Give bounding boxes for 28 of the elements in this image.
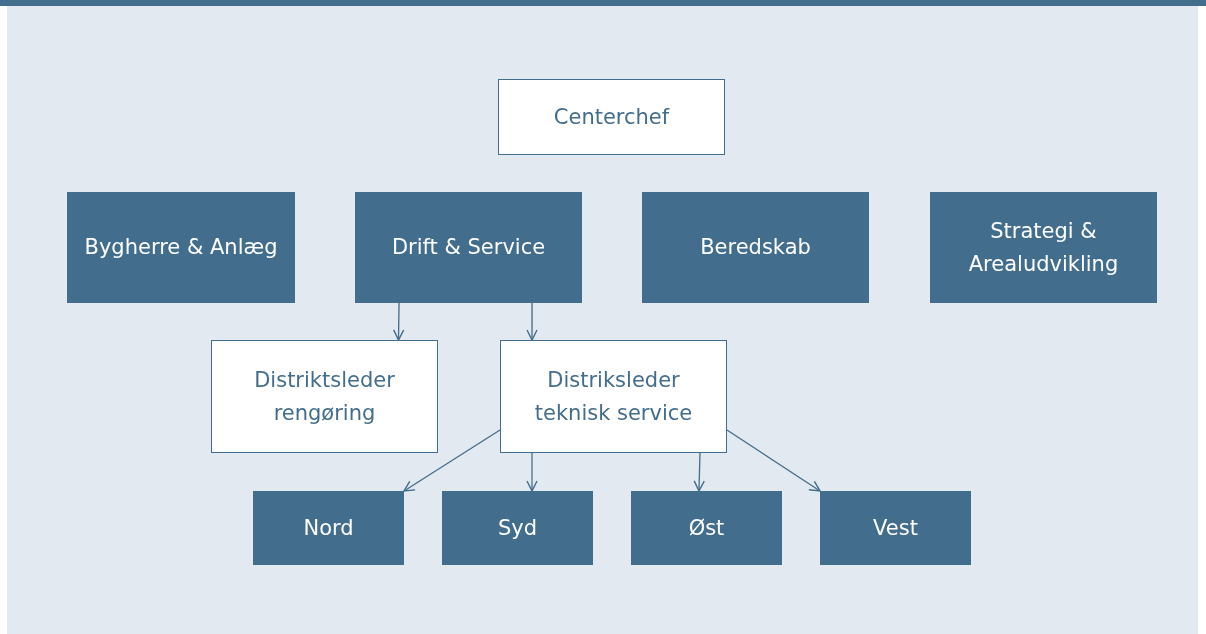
unit-name: Drift & Service	[391, 234, 546, 262]
unit-name: Nord	[303, 514, 354, 542]
org-unit-box	[930, 192, 1157, 303]
org-unit-box	[631, 491, 782, 565]
unit-name: Syd	[497, 514, 538, 542]
unit-name: Centerchef	[553, 103, 670, 131]
org-unit-box	[253, 491, 404, 565]
org-unit-box	[642, 192, 869, 303]
org-unit-box	[355, 192, 582, 303]
arrow	[392, 302, 405, 341]
org-unit-box	[820, 491, 971, 565]
arrow	[726, 429, 821, 492]
unit-name: Strategi & Arealudvikling	[967, 217, 1120, 278]
unit-name: Distriktsleder rengøring	[253, 366, 396, 427]
unit-name: Bygherre & Anlæg	[84, 234, 278, 262]
unit-name: Distriksleder teknisk service	[533, 366, 694, 427]
org-unit-box	[498, 79, 725, 155]
arrow	[693, 452, 705, 492]
unit-name: Vest	[873, 514, 918, 542]
org-unit-box	[67, 192, 295, 303]
unit-name: Beredskab	[700, 234, 811, 262]
arrow	[526, 302, 538, 341]
unit-name: Øst	[688, 514, 725, 542]
org-unit-box	[500, 340, 727, 453]
arrow	[526, 452, 538, 492]
org-unit-box	[211, 340, 438, 453]
org-unit-box	[442, 491, 593, 565]
arrow	[403, 429, 501, 492]
